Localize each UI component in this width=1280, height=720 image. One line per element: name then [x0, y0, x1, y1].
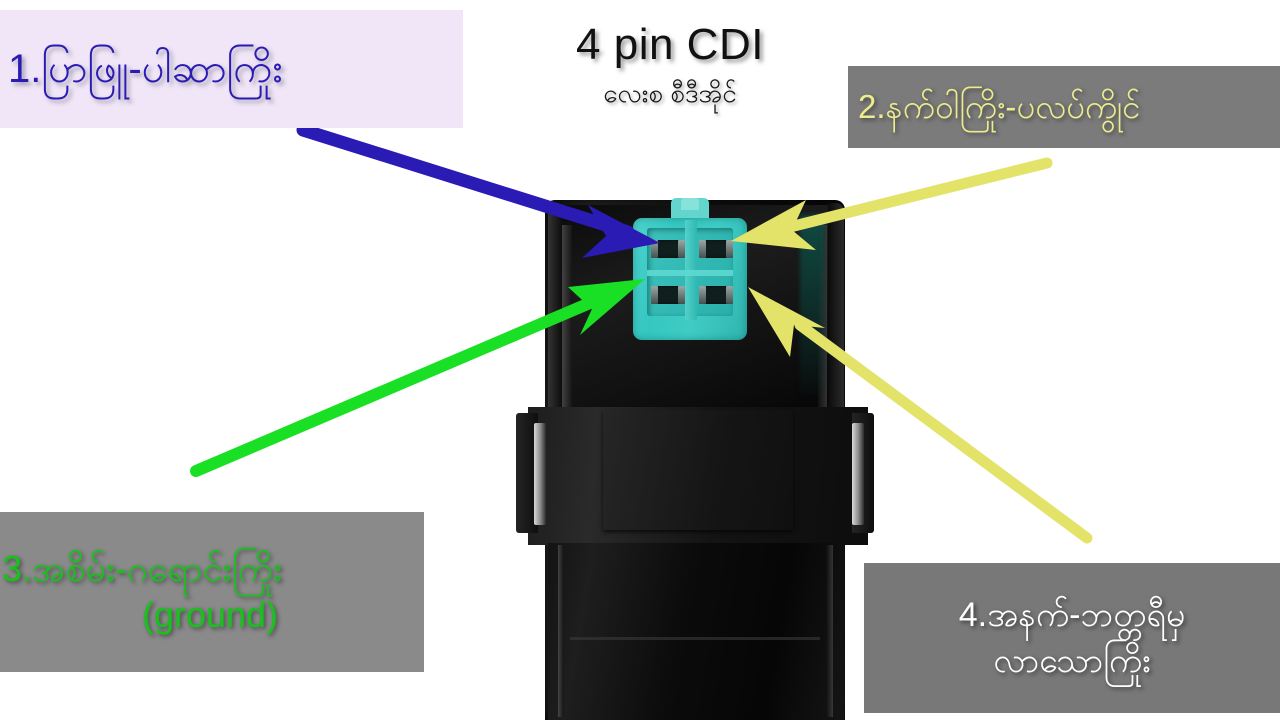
title-block: 4 pin CDI လေးစ စီဒီအိုင်: [470, 20, 870, 109]
pin-slot-4: [699, 286, 733, 304]
callout-label-4-line-1: 4.အနက်-ဘတ္တရီမှ: [958, 595, 1186, 634]
callout-label-3-line-2: (ground): [141, 594, 279, 635]
cdi-inner-wall-left: [562, 225, 572, 415]
connector-middle-rib: [647, 270, 733, 276]
cdi-lower-body: [548, 543, 844, 720]
callout-label-1: 1.ပြာဖြူ-ပါဆာကြိုး: [0, 10, 463, 128]
cdi-band-plate: [603, 410, 793, 530]
cdi-lower-highlight-left: [558, 545, 564, 717]
pin-contact-3-left: [651, 286, 658, 304]
connector-latch-notch: [681, 198, 699, 210]
cdi-teal-reflection: [800, 215, 824, 395]
page-title: 4 pin CDI: [576, 20, 764, 69]
cdi-top-bevel-left: [548, 203, 562, 423]
pin-contact-2-left: [699, 240, 706, 258]
callout-label-2: 2.နက်ဝါကြိုး-ပလပ်ကွိုင်: [848, 66, 1280, 148]
pin-slot-3: [651, 286, 685, 304]
cdi-unit-photo: [500, 185, 900, 720]
cdi-lower-seam: [570, 637, 820, 640]
callout-label-3-line-1: 3.အစိမ်း-ဂရောင်းကြိုး: [2, 547, 283, 589]
cdi-mount-slot-left: [534, 423, 546, 525]
pin-contact-1-right: [678, 240, 685, 258]
callout-label-4-line-2: လာသောကြိုး: [993, 642, 1151, 680]
callout-label-3: 3.အစိမ်း-ဂရောင်းကြိုး (ground): [0, 512, 424, 672]
cdi-top-bevel-right: [828, 203, 844, 423]
pin-contact-4-right: [726, 286, 733, 304]
pin-slot-2: [699, 240, 733, 258]
callout-label-1-line-1: 1.ပြာဖြူ-ပါဆာကြိုး: [8, 46, 283, 91]
cdi-lower-highlight-right: [826, 545, 833, 717]
callout-label-4: 4.အနက်-ဘတ္တရီမှ လာသောကြိုး: [864, 563, 1280, 713]
cdi-mount-slot-right: [852, 423, 864, 525]
page-subtitle: လေးစ စီဒီအိုင်: [603, 78, 737, 109]
cdi-4pin-connector: [633, 198, 747, 341]
pin-contact-4-left: [699, 286, 706, 304]
pin-contact-1-left: [651, 240, 658, 258]
callout-label-2-line-1: 2.နက်ဝါကြိုး-ပလပ်ကွိုင်: [858, 87, 1141, 125]
pin-contact-3-right: [678, 286, 685, 304]
pin-contact-2-right: [726, 240, 733, 258]
